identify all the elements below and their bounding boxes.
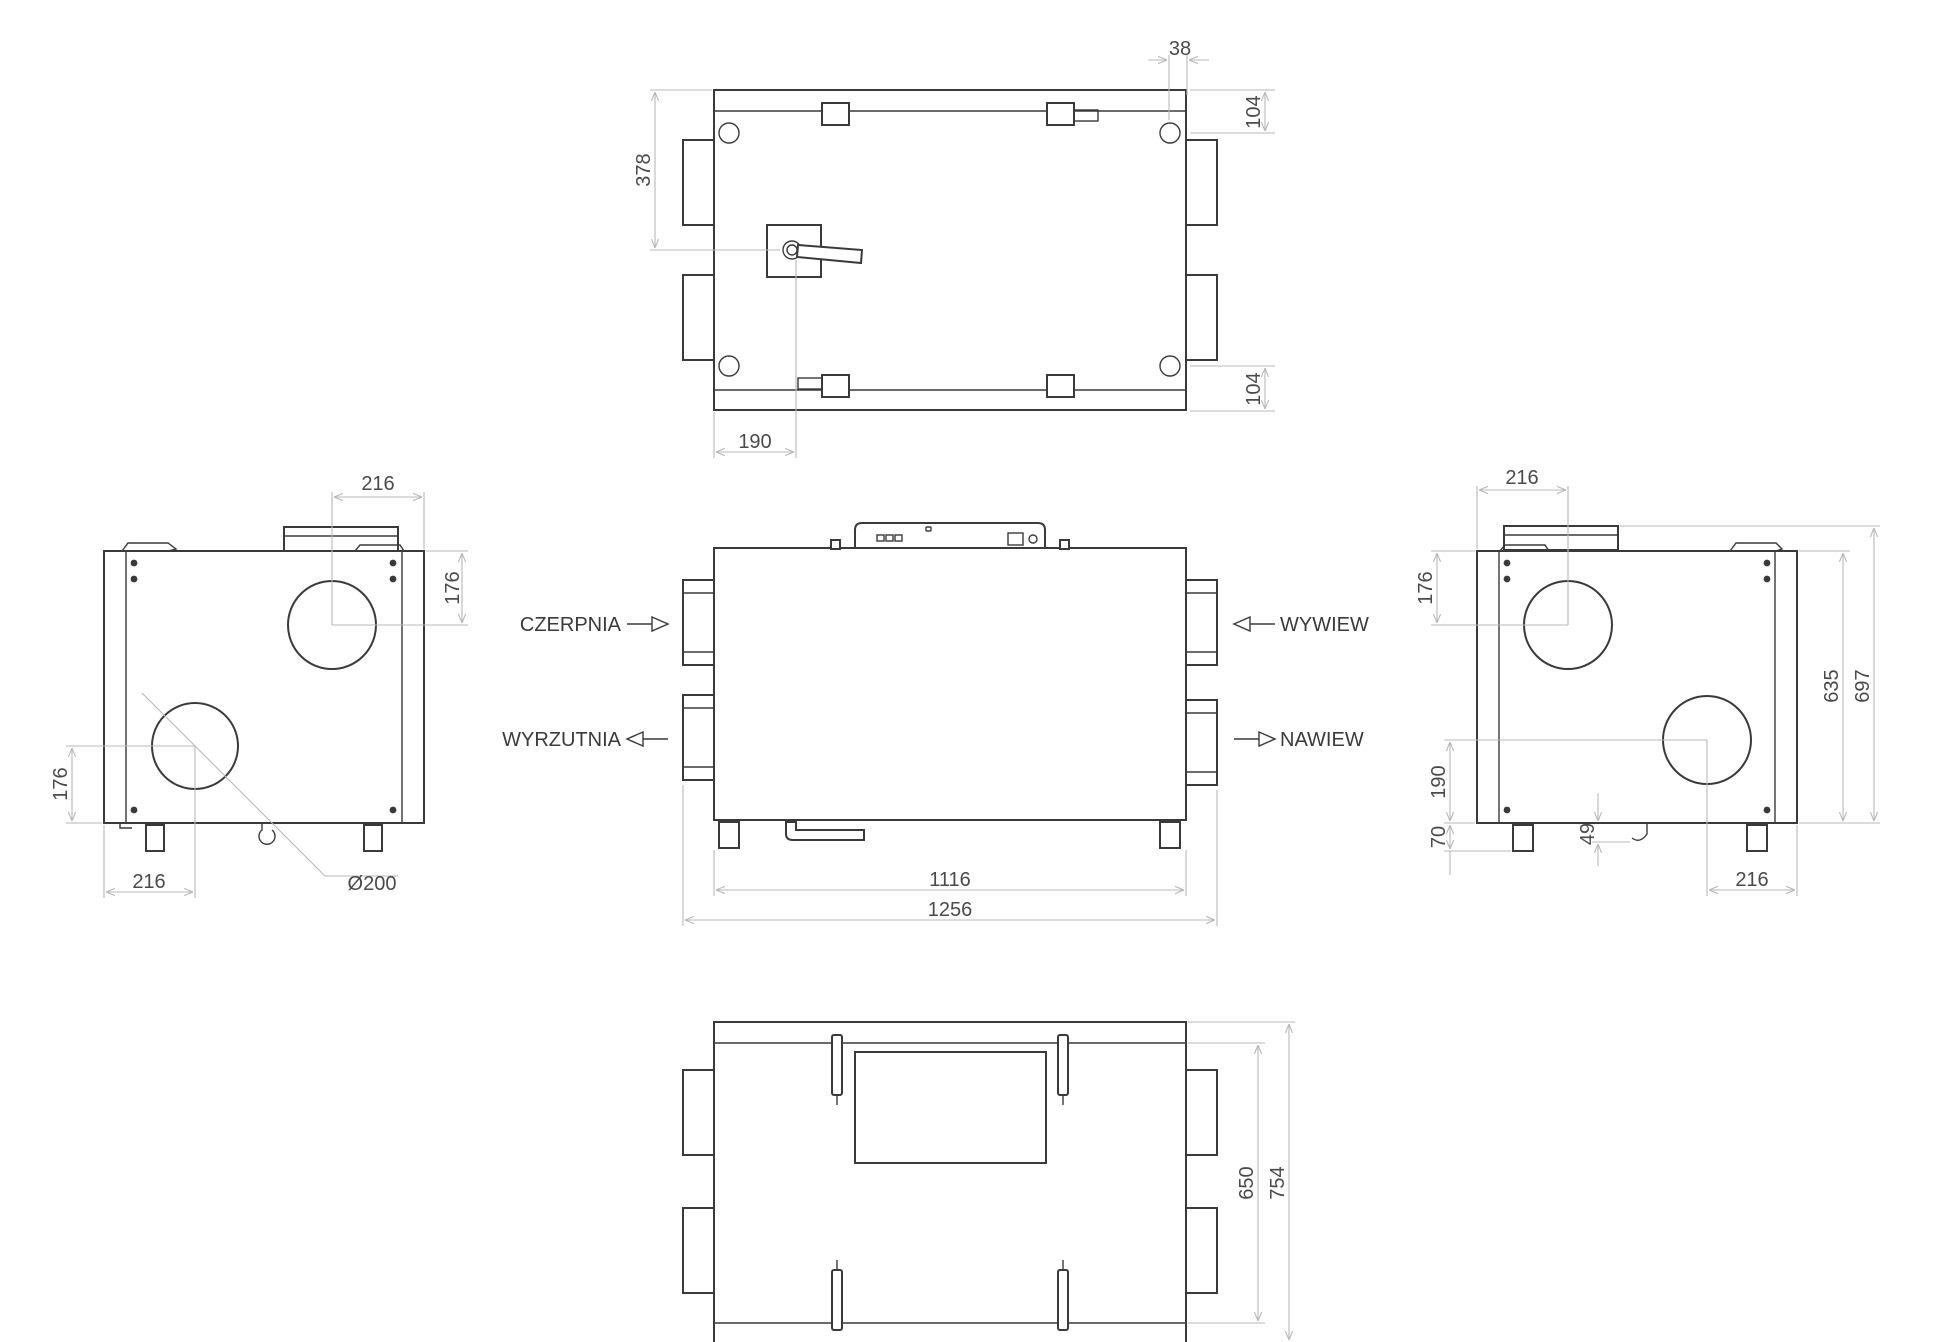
arrow-in-wywiew-icon: [1232, 615, 1275, 633]
front-view-foot: [1159, 821, 1181, 849]
left-view-housing: [103, 550, 425, 824]
dim-1256: 1256: [928, 899, 973, 921]
bottom-view-duct: [682, 1069, 716, 1156]
top-view-bracket: [1046, 374, 1075, 398]
arrow-out-wyrzutnia-icon: [625, 730, 668, 748]
top-view-corner-hole: [1159, 122, 1181, 144]
dim-216-bottom: 216: [1735, 869, 1768, 891]
label-wywiew: WYWIEW: [1280, 614, 1369, 636]
dim-190-right: 190: [1428, 765, 1450, 798]
left-view-drain: [258, 823, 276, 845]
dim-176: 176: [1415, 571, 1437, 604]
dim-754: 754: [1267, 1166, 1289, 1199]
dim-176-right: 176: [442, 571, 464, 604]
label-czerpnia: CZERPNIA: [520, 614, 622, 636]
dim-70: 70: [1428, 826, 1450, 848]
bottom-view-access-panel: [854, 1051, 1047, 1164]
top-view-corner-hole: [718, 355, 740, 377]
top-view-corner-hole: [1159, 355, 1181, 377]
label-nawiew: NAWIEW: [1280, 729, 1364, 751]
left-side-view: 216 176 176 216 Ø200: [50, 473, 468, 898]
dim-650: 650: [1236, 1166, 1258, 1199]
top-view-bracket: [821, 102, 850, 126]
bottom-view-duct: [1184, 1207, 1218, 1294]
dim-216-bottom: 216: [132, 871, 165, 893]
right-side-view: 216 176 635 697 190 70 49 216: [1415, 467, 1880, 896]
dim-697: 697: [1852, 669, 1874, 702]
dim-49: 49: [1577, 823, 1599, 845]
right-view-drain: [1631, 823, 1648, 841]
right-view-top-box: [1503, 525, 1619, 551]
front-view: CZERPNIA WYRZUTNIA WYWIEW NAWIEW 1116 12…: [502, 522, 1369, 926]
bottom-view: 650 754: [682, 1021, 1295, 1342]
top-view-duct-left-upper: [682, 139, 716, 226]
right-view-latch: [1729, 542, 1784, 552]
bottom-view-clip: [1057, 1269, 1069, 1331]
right-view-foot: [1746, 824, 1768, 852]
dim-38: 38: [1169, 38, 1191, 60]
left-view-foot: [363, 824, 383, 852]
top-view-duct-right-upper: [1184, 139, 1218, 226]
dim-216-top: 216: [361, 473, 394, 495]
dim-1116: 1116: [929, 869, 971, 891]
top-view: 38 104 104 378 190: [633, 38, 1275, 458]
top-view-duct-left-lower: [682, 274, 716, 361]
bottom-view-duct: [682, 1207, 716, 1294]
front-view-control-panel: [854, 522, 1046, 549]
left-view-top-box: [283, 526, 399, 552]
front-view-switch-icon: [1007, 532, 1024, 546]
top-view-bracket: [1046, 102, 1075, 126]
dim-378: 378: [633, 153, 655, 186]
bottom-view-clip: [831, 1034, 843, 1096]
top-view-bracket: [821, 374, 850, 398]
bottom-view-clip: [1057, 1034, 1069, 1096]
dim-104-top: 104: [1243, 95, 1265, 128]
front-view-drain-pipe: [785, 821, 865, 841]
arrow-out-nawiew-icon: [1234, 730, 1277, 748]
left-view-latch: [121, 542, 178, 552]
front-view-foot: [718, 821, 740, 849]
dim-635: 635: [1821, 669, 1843, 702]
dim-diameter-200: Ø200: [348, 873, 397, 895]
left-view-foot: [145, 824, 165, 852]
dim-190: 190: [738, 431, 771, 453]
front-view-housing: [713, 547, 1187, 821]
bottom-view-clip: [831, 1269, 843, 1331]
top-view-drain-pipe: [795, 243, 864, 265]
right-view-housing: [1476, 550, 1798, 824]
top-view-duct-right-lower: [1184, 274, 1218, 361]
dim-216-top: 216: [1505, 467, 1538, 489]
dim-176-left: 176: [50, 767, 72, 800]
label-wyrzutnia: WYRZUTNIA: [502, 729, 622, 751]
arrow-in-czerpnia-icon: [627, 615, 670, 633]
dim-104-bottom: 104: [1243, 372, 1265, 405]
top-view-corner-hole: [718, 122, 740, 144]
bottom-view-duct: [1184, 1069, 1218, 1156]
right-view-foot: [1512, 824, 1534, 852]
bottom-view-housing: [713, 1021, 1187, 1342]
